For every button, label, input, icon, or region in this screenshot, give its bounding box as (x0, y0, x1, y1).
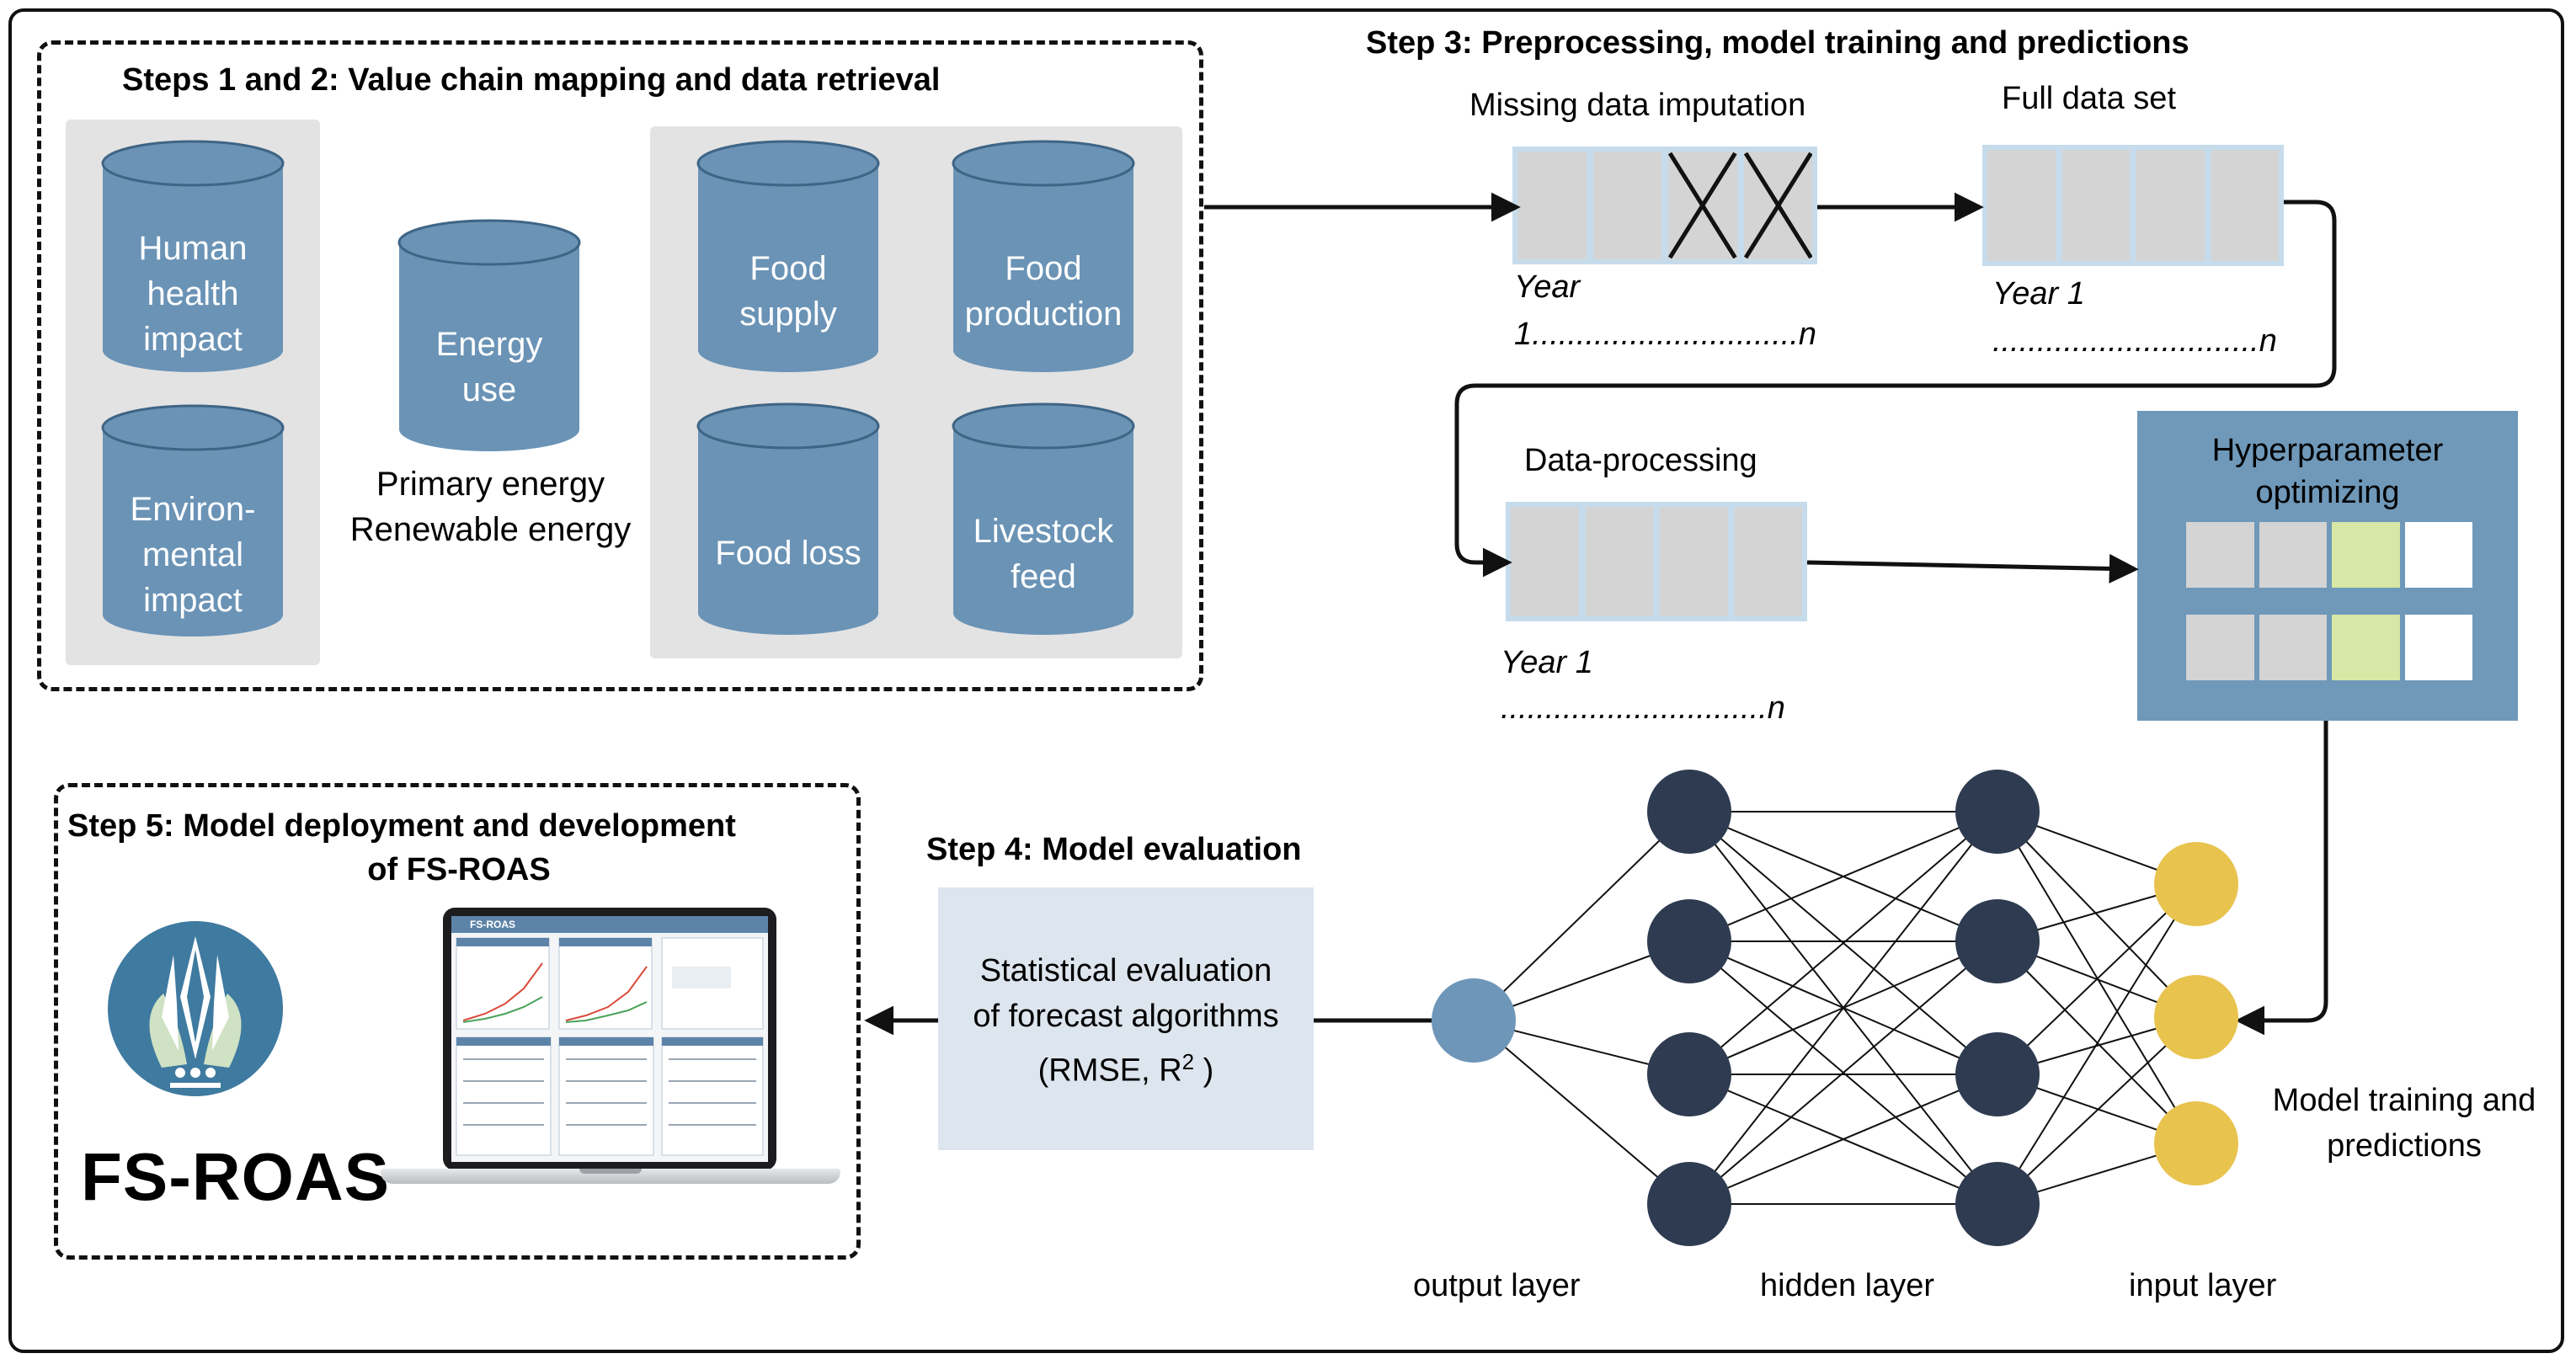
evaluation-box (938, 887, 1314, 1150)
missing-data-strip (1512, 147, 1817, 264)
hidden-node (1955, 1162, 2040, 1246)
database-icon (952, 402, 1135, 635)
processing-year: Year 1 (1501, 645, 1593, 680)
hidden-node (1955, 770, 2040, 854)
hyper-highlight-cell (2332, 615, 2400, 680)
step4-title: Step 4: Model evaluation (926, 832, 1302, 867)
database-icon (952, 140, 1135, 372)
steps12-box (37, 40, 1203, 691)
outer-frame (8, 8, 2564, 1353)
input-node (2154, 842, 2238, 926)
full-data-strip (1982, 145, 2284, 266)
laptop-screen: FS-ROAS (451, 916, 768, 1162)
hidden-node (1955, 1032, 2040, 1116)
missing-cell-x-icon (1668, 152, 1737, 259)
hidden-node (1955, 899, 2040, 983)
fs-roas-logo-text: FS-ROAS (81, 1139, 390, 1214)
hyper-row-2 (2186, 615, 2472, 680)
step5-title-line2: of FS-ROAS (367, 852, 551, 887)
hidden-layer-label: hidden layer (1760, 1268, 1935, 1303)
database-icon (696, 140, 880, 372)
data-processing-label: Data-processing (1524, 443, 1757, 478)
missing-cell-x-icon (1743, 152, 1812, 259)
network-edges (1473, 811, 2197, 1205)
hyper-row-1 (2186, 522, 2472, 588)
input-node (2154, 975, 2238, 1059)
missing-range: 1..............................n (1514, 317, 1816, 352)
input-layer-label: input layer (2129, 1268, 2277, 1303)
output-layer-label: output layer (1413, 1268, 1581, 1303)
step3-title: Step 3: Preprocessing, model training an… (1366, 25, 2189, 61)
missing-year: Year (1514, 269, 1581, 305)
hidden-node (1647, 899, 1731, 983)
hidden-node (1647, 1162, 1731, 1246)
database-icon (696, 402, 880, 635)
data-processing-strip (1506, 502, 1807, 621)
full-year: Year 1 (1992, 276, 2085, 312)
cylinder-food-loss: Food loss (695, 401, 882, 638)
step5-box (54, 783, 861, 1260)
fs-roas-logo-icon (108, 921, 283, 1096)
full-range: ..............................n (1992, 323, 2277, 359)
processing-range: ..............................n (1501, 690, 1785, 726)
hyper-highlight-cell (2332, 522, 2400, 588)
hidden-node (1647, 770, 1731, 854)
database-icon (397, 219, 581, 451)
input-node (2154, 1101, 2238, 1186)
steps12-title: Steps 1 and 2: Value chain mapping and d… (122, 62, 941, 98)
hidden-node (1647, 1032, 1731, 1116)
database-icon (101, 140, 285, 372)
output-node (1432, 978, 1516, 1063)
laptop-icon: FS-ROAS (381, 908, 840, 1191)
evaluation-text: Statistical evaluation of forecast algor… (973, 953, 1279, 1089)
missing-data-label: Missing data imputation (1469, 88, 1806, 123)
screen-title: FS-ROAS (470, 919, 515, 930)
full-data-label: Full data set (2002, 81, 2176, 116)
database-icon (101, 404, 285, 637)
step5-title-line1: Step 5: Model deployment and development (67, 808, 736, 844)
